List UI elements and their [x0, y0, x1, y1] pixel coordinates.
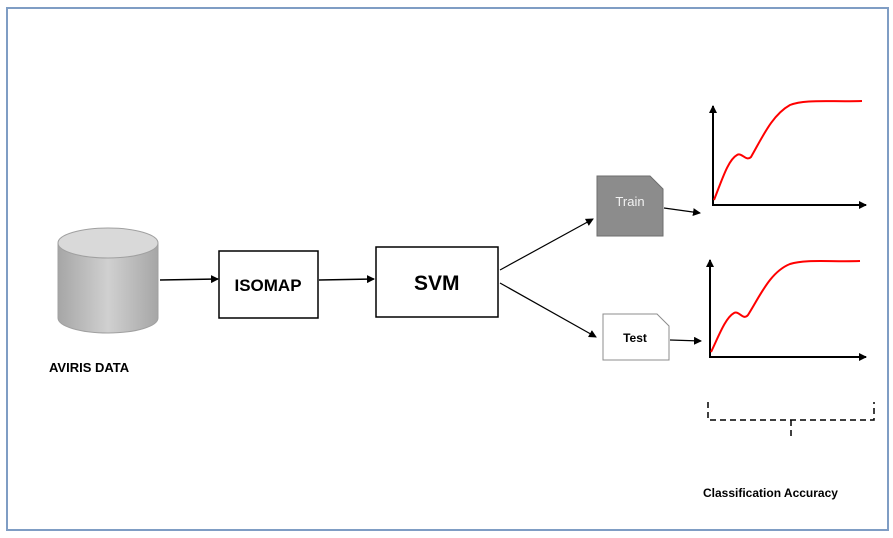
test-document — [602, 313, 670, 361]
arrow-test-to-chart — [669, 336, 702, 345]
svm-box — [375, 246, 499, 318]
train-accuracy-chart — [709, 100, 867, 209]
arrow-train-to-chart — [663, 207, 701, 216]
arrow-svm-to-train — [499, 218, 594, 271]
arrow-data-to-isomap — [159, 275, 219, 284]
test-accuracy-chart — [706, 259, 867, 361]
arrow-isomap-to-svm — [318, 275, 375, 284]
classification-accuracy-label: Classification Accuracy — [703, 486, 838, 500]
train-label: Train — [615, 194, 644, 209]
test-label: Test — [623, 331, 647, 345]
accuracy-brace — [707, 402, 875, 438]
isomap-box — [218, 250, 319, 319]
isomap-label: ISOMAP — [234, 276, 301, 295]
aviris-data-label: AVIRIS DATA — [49, 360, 130, 375]
arrow-svm-to-test — [499, 282, 597, 338]
train-document — [596, 175, 664, 237]
train-accuracy-curve — [713, 100, 863, 201]
svm-label: SVM — [414, 272, 460, 295]
test-accuracy-curve — [710, 260, 861, 353]
database-cylinder-icon — [57, 227, 159, 334]
